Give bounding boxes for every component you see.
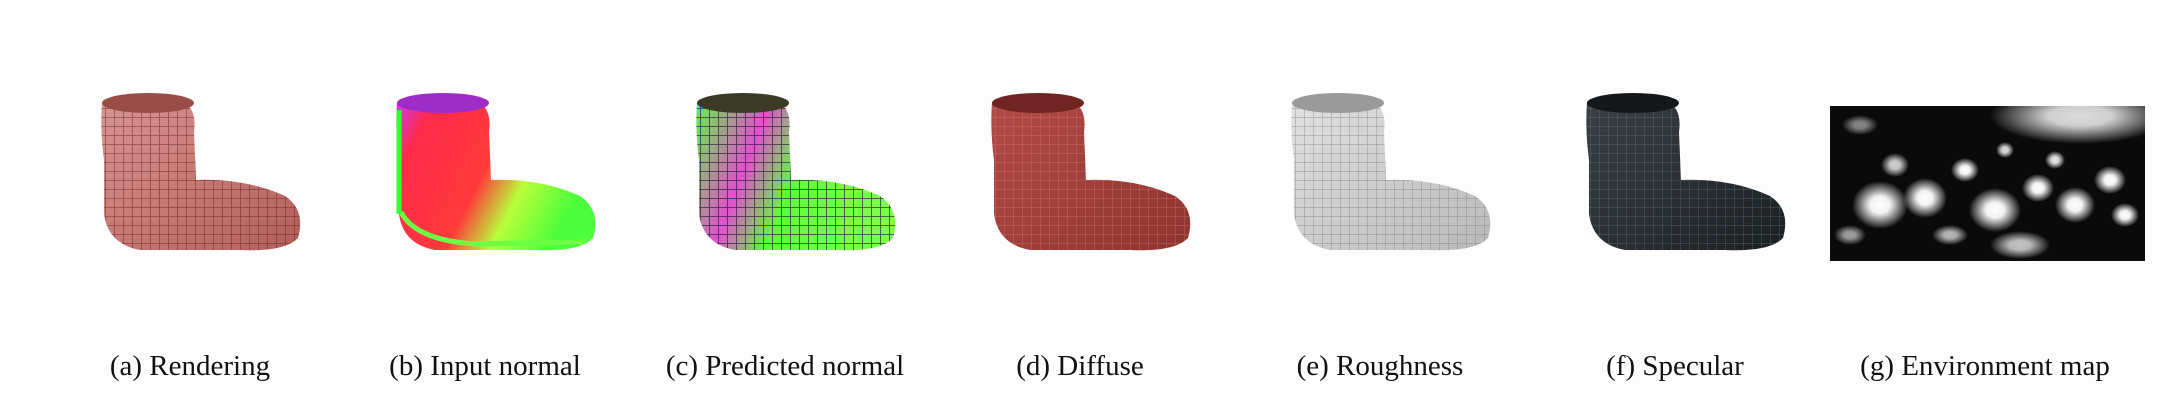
- boot-specular-image: [1586, 93, 1786, 251]
- panel-rendering: (a) Rendering: [60, 0, 320, 420]
- caption-environment-map: (g) Environment map: [1860, 350, 2110, 382]
- caption-specular: (f) Specular: [1606, 350, 1744, 382]
- panel-diffuse: (d) Diffuse: [950, 0, 1210, 420]
- panel-input-normal: (b) Input normal: [355, 0, 615, 420]
- caption-roughness: (e) Roughness: [1296, 350, 1464, 382]
- panel-environment-map: (g) Environment map: [1820, 0, 2150, 420]
- panel-predicted-normal: (c) Predicted normal: [655, 0, 915, 420]
- caption-rendering: (a) Rendering: [109, 350, 271, 382]
- environment-map-image: [1830, 106, 2145, 261]
- boot-diffuse-image: [991, 93, 1191, 251]
- boot-rendering-image: [101, 93, 301, 251]
- boot-predicted-normal-image: [696, 93, 896, 251]
- panel-roughness: (e) Roughness: [1250, 0, 1510, 420]
- caption-input-normal: (b) Input normal: [389, 350, 581, 382]
- caption-predicted-normal: (c) Predicted normal: [665, 350, 905, 382]
- panel-specular: (f) Specular: [1545, 0, 1805, 420]
- caption-diffuse: (d) Diffuse: [1016, 350, 1144, 382]
- boot-input-normal-image: [396, 93, 596, 251]
- boot-roughness-image: [1291, 93, 1491, 251]
